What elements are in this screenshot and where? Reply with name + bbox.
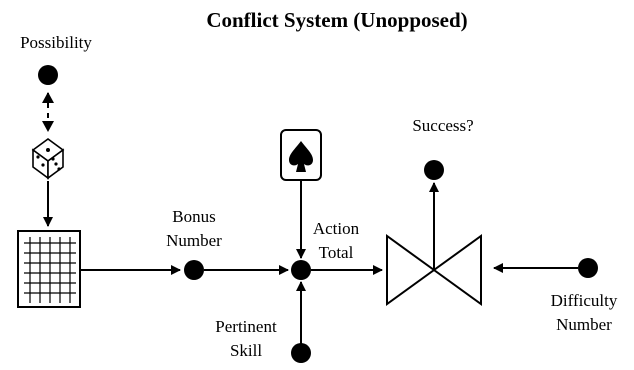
spade-card-icon	[280, 129, 322, 181]
pertinent-skill-node	[291, 343, 311, 363]
diagram-title: Conflict System (Unopposed)	[206, 8, 467, 32]
success-node	[424, 160, 444, 180]
action-total-node	[291, 260, 311, 280]
up-arrow-head	[42, 92, 54, 103]
die-icon	[31, 138, 65, 180]
difficulty-number-node	[578, 258, 598, 278]
down-arrow-head	[42, 121, 54, 132]
success-label: Success?	[412, 116, 473, 135]
bonus-number-node	[184, 260, 204, 280]
possibility-node	[38, 65, 58, 85]
bonus-number-label-line1: Bonus	[172, 207, 215, 226]
pertinent-skill-label-line2: Skill	[230, 341, 262, 360]
difficulty-number-label-line1: Difficulty	[551, 291, 618, 310]
action-total-label-line2: Total	[319, 243, 354, 262]
grid-chart-icon	[17, 230, 81, 308]
difficulty-number-label-line2: Number	[556, 315, 612, 334]
pertinent-skill-label-line1: Pertinent	[215, 317, 277, 336]
bonus-number-label-line2: Number	[166, 231, 222, 250]
action-total-label-line1: Action	[313, 219, 360, 238]
possibility-label: Possibility	[20, 33, 92, 52]
